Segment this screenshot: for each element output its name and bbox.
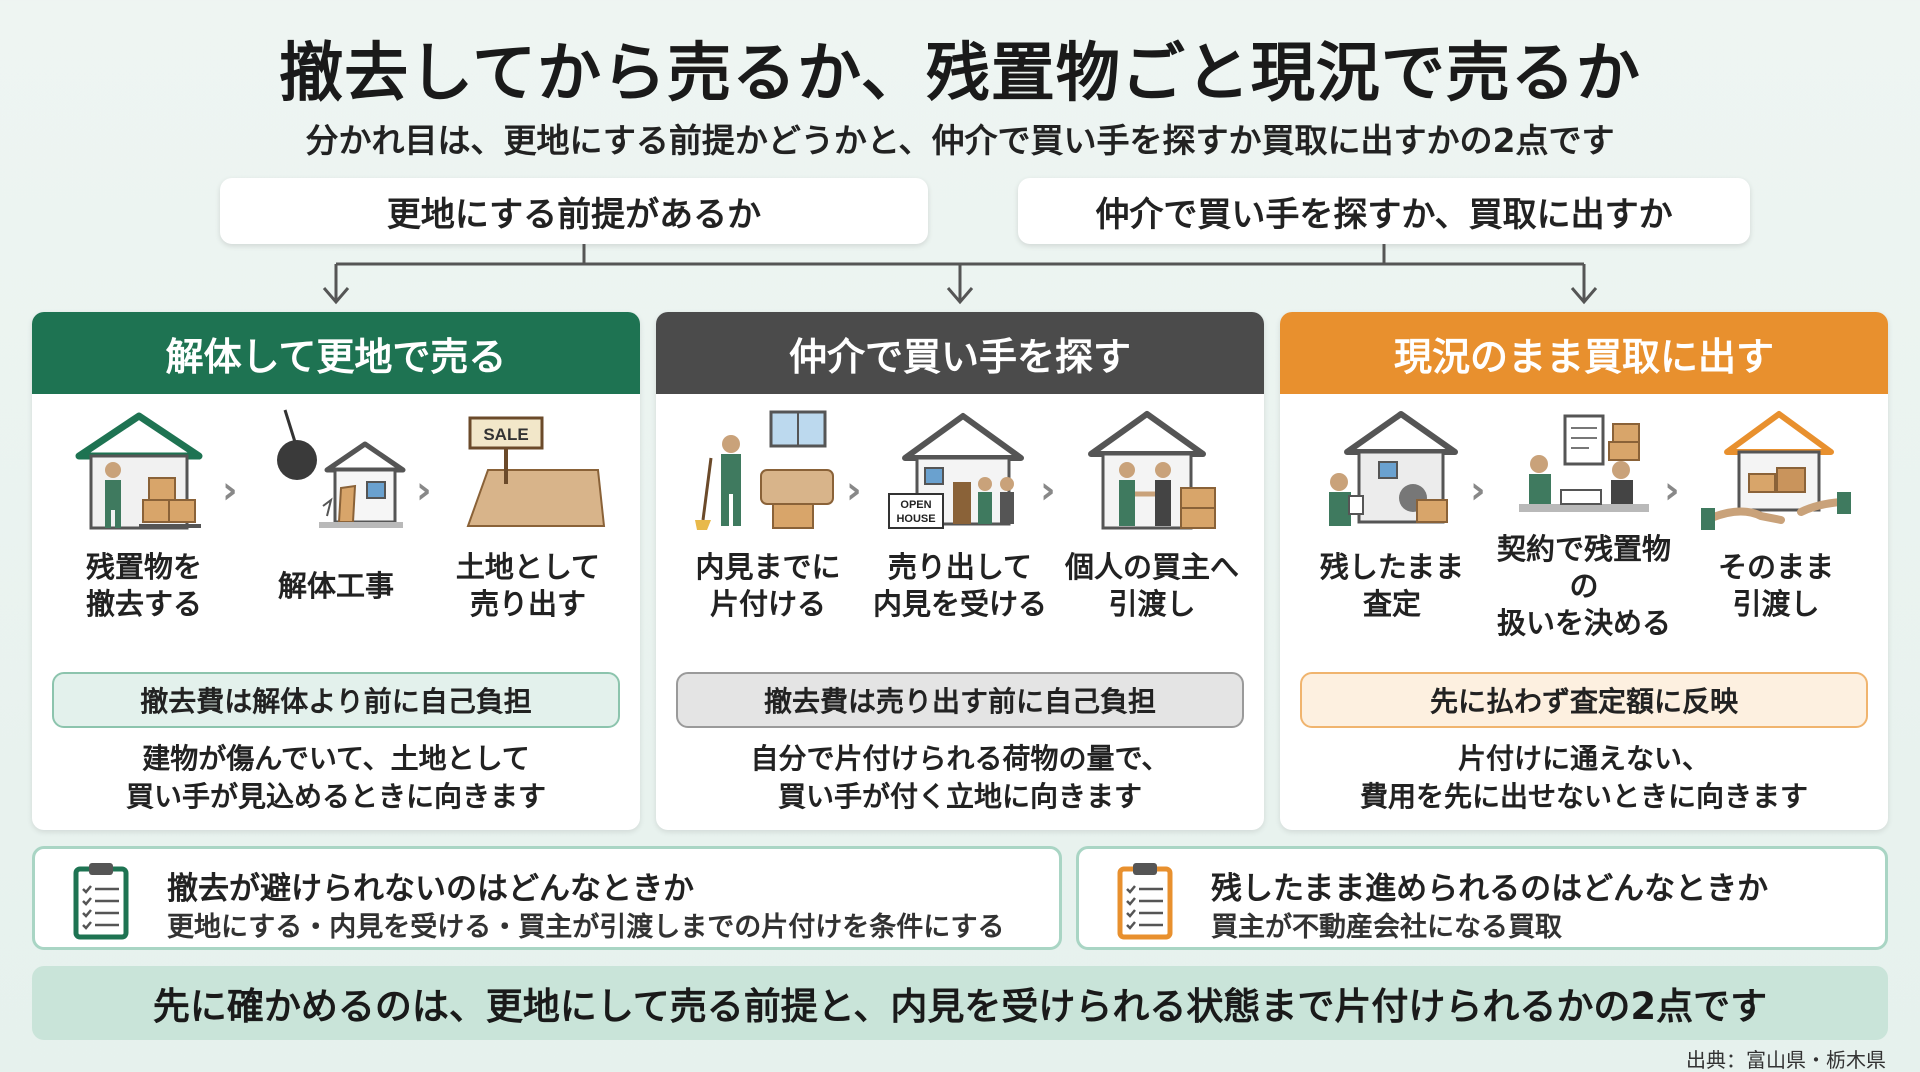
- condition-text: 買主が不動産会社になる買取: [1211, 912, 1562, 943]
- condition-text: 更地にする・内見を受ける・買主が引渡しまでの片付けを条件にする: [167, 912, 1005, 943]
- clipboard-checklist-icon: [73, 863, 129, 940]
- step-label-line2: 引渡し: [1108, 587, 1196, 621]
- note-line1: 建物が傷んでいて、土地として: [142, 742, 530, 775]
- page-title: 撤去してから売るか、残置物ごと現況で売るか: [279, 37, 1641, 111]
- page-subtitle: 分かれ目は、更地にする前提かどうかと、仲介で買い手を探すか買取に出すかの2点です: [305, 121, 1615, 160]
- card-header: 仲介で買い手を探す: [656, 312, 1264, 394]
- note-line2: 費用を先に出せないときに向きます: [1359, 780, 1808, 813]
- step-appraisal-as-is: 残したまま査定: [1302, 394, 1482, 626]
- step-label-line1: 内見までに: [695, 550, 841, 584]
- step-label-line2: 売り出す: [469, 587, 586, 621]
- house-moving-boxes-icon: [75, 412, 203, 530]
- step-label-line2: 撤去する: [85, 587, 202, 621]
- wrecking-ball-icon: [277, 409, 406, 528]
- option-card-buyout: 現況のまま買取に出す 残したまま査定 ›: [1280, 312, 1888, 830]
- condition-title: 撤去が避けられないのはどんなときか: [167, 871, 694, 907]
- option-card-brokerage: 仲介で買い手を探す 内見までに片付ける ›: [656, 312, 1264, 830]
- step-handover-as-is: そのまま引渡し: [1686, 394, 1866, 626]
- step-label-line1: 残したまま: [1319, 550, 1465, 584]
- land-sale-sign-icon: SALE: [466, 416, 606, 527]
- contract-signing-icon: [1519, 414, 1649, 512]
- condition-box-leave-as-is: 残したまま進められるのはどんなときか 買主が不動産会社になる買取: [1076, 846, 1888, 950]
- step-remove-items: 残置物を撤去する: [54, 394, 234, 626]
- step-handover-individual: 個人の買主へ引渡し: [1062, 394, 1242, 626]
- step-label-line1: 売り出して: [887, 550, 1033, 584]
- step-label-line2: 査定: [1362, 587, 1421, 621]
- step-label-line1: 解体工事: [277, 568, 394, 603]
- chevron-right-icon: ›: [416, 468, 432, 512]
- step-label-line2: 片付ける: [709, 587, 826, 621]
- step-label-line1: 契約で残置物の: [1496, 531, 1671, 603]
- suitability-note: 自分で片付けられる荷物の量で、買い手が付く立地に向きます: [656, 740, 1264, 816]
- chevron-right-icon: ›: [1040, 468, 1056, 512]
- open-house-sign-line2: HOUSE: [896, 513, 935, 525]
- step-label-line1: 個人の買主へ: [1064, 550, 1239, 584]
- handover-house-icon: [1701, 411, 1851, 530]
- step-contract-terms: 契約で残置物の扱いを決める: [1494, 394, 1674, 640]
- source-credit: 出典：富山県・栃木県: [1686, 1048, 1886, 1072]
- chevron-right-icon: ›: [222, 468, 238, 512]
- flow-connector: [322, 244, 1598, 305]
- clipboard-checklist-icon: [1117, 863, 1173, 940]
- question-broker-or-buyout: 仲介で買い手を探すか、買取に出すか: [1018, 178, 1750, 244]
- note-line2: 買い手が見込めるときに向きます: [125, 780, 546, 813]
- cost-badge: 撤去費は解体より前に自己負担: [52, 672, 620, 728]
- question-vacant-land: 更地にする前提があるか: [220, 178, 928, 244]
- cost-badge: 先に払わず査定額に反映: [1300, 672, 1868, 728]
- condition-box-removal-required: 撤去が避けられないのはどんなときか 更地にする・内見を受ける・買主が引渡しまでの…: [32, 846, 1062, 950]
- cleaning-room-icon: [695, 410, 834, 530]
- card-header: 解体して更地で売る: [32, 312, 640, 394]
- suitability-note: 片付けに通えない、費用を先に出せないときに向きます: [1280, 740, 1888, 816]
- note-line1: 自分で片付けられる荷物の量で、: [750, 742, 1170, 775]
- step-label-line2: 扱いを決める: [1496, 605, 1671, 640]
- suitability-note: 建物が傷んでいて、土地として買い手が見込めるときに向きます: [32, 740, 640, 816]
- step-label-line2: 内見を受ける: [872, 587, 1047, 621]
- step-tidy-up: 内見までに片付ける: [678, 394, 858, 626]
- summary-banner: 先に確かめるのは、更地にして売る前提と、内見を受けられる状態まで片付けられるかの…: [32, 966, 1888, 1040]
- note-line1: 片付けに通えない、: [1457, 742, 1710, 775]
- step-label-line1: そのまま: [1717, 550, 1834, 584]
- cluttered-house-inspection-icon: [1329, 411, 1458, 526]
- open-house-sign-line1: OPEN: [900, 499, 931, 511]
- handshake-house-icon: [1088, 411, 1216, 530]
- step-label-line1: 残置物を: [85, 550, 202, 584]
- chevron-right-icon: ›: [846, 468, 862, 512]
- cost-badge: 撤去費は売り出す前に自己負担: [676, 672, 1244, 728]
- open-house-icon: OPEN HOUSE: [888, 413, 1024, 529]
- step-open-house: OPEN HOUSE 売り出して内見を受ける: [870, 394, 1050, 626]
- option-card-demolish: 解体して更地で売る 残置物を撤去する ›: [32, 312, 640, 830]
- step-demolition: 解体工事: [246, 394, 426, 626]
- sale-sign-text: SALE: [483, 425, 528, 444]
- chevron-right-icon: ›: [1470, 468, 1486, 512]
- condition-title: 残したまま進められるのはどんなときか: [1211, 871, 1769, 907]
- step-sell-as-land: SALE 土地として売り出す: [438, 394, 618, 626]
- step-label-line2: 引渡し: [1732, 587, 1820, 621]
- card-header: 現況のまま買取に出す: [1280, 312, 1888, 394]
- step-label-line1: 土地として: [455, 550, 601, 584]
- chevron-right-icon: ›: [1664, 468, 1680, 512]
- note-line2: 買い手が付く立地に向きます: [777, 780, 1142, 813]
